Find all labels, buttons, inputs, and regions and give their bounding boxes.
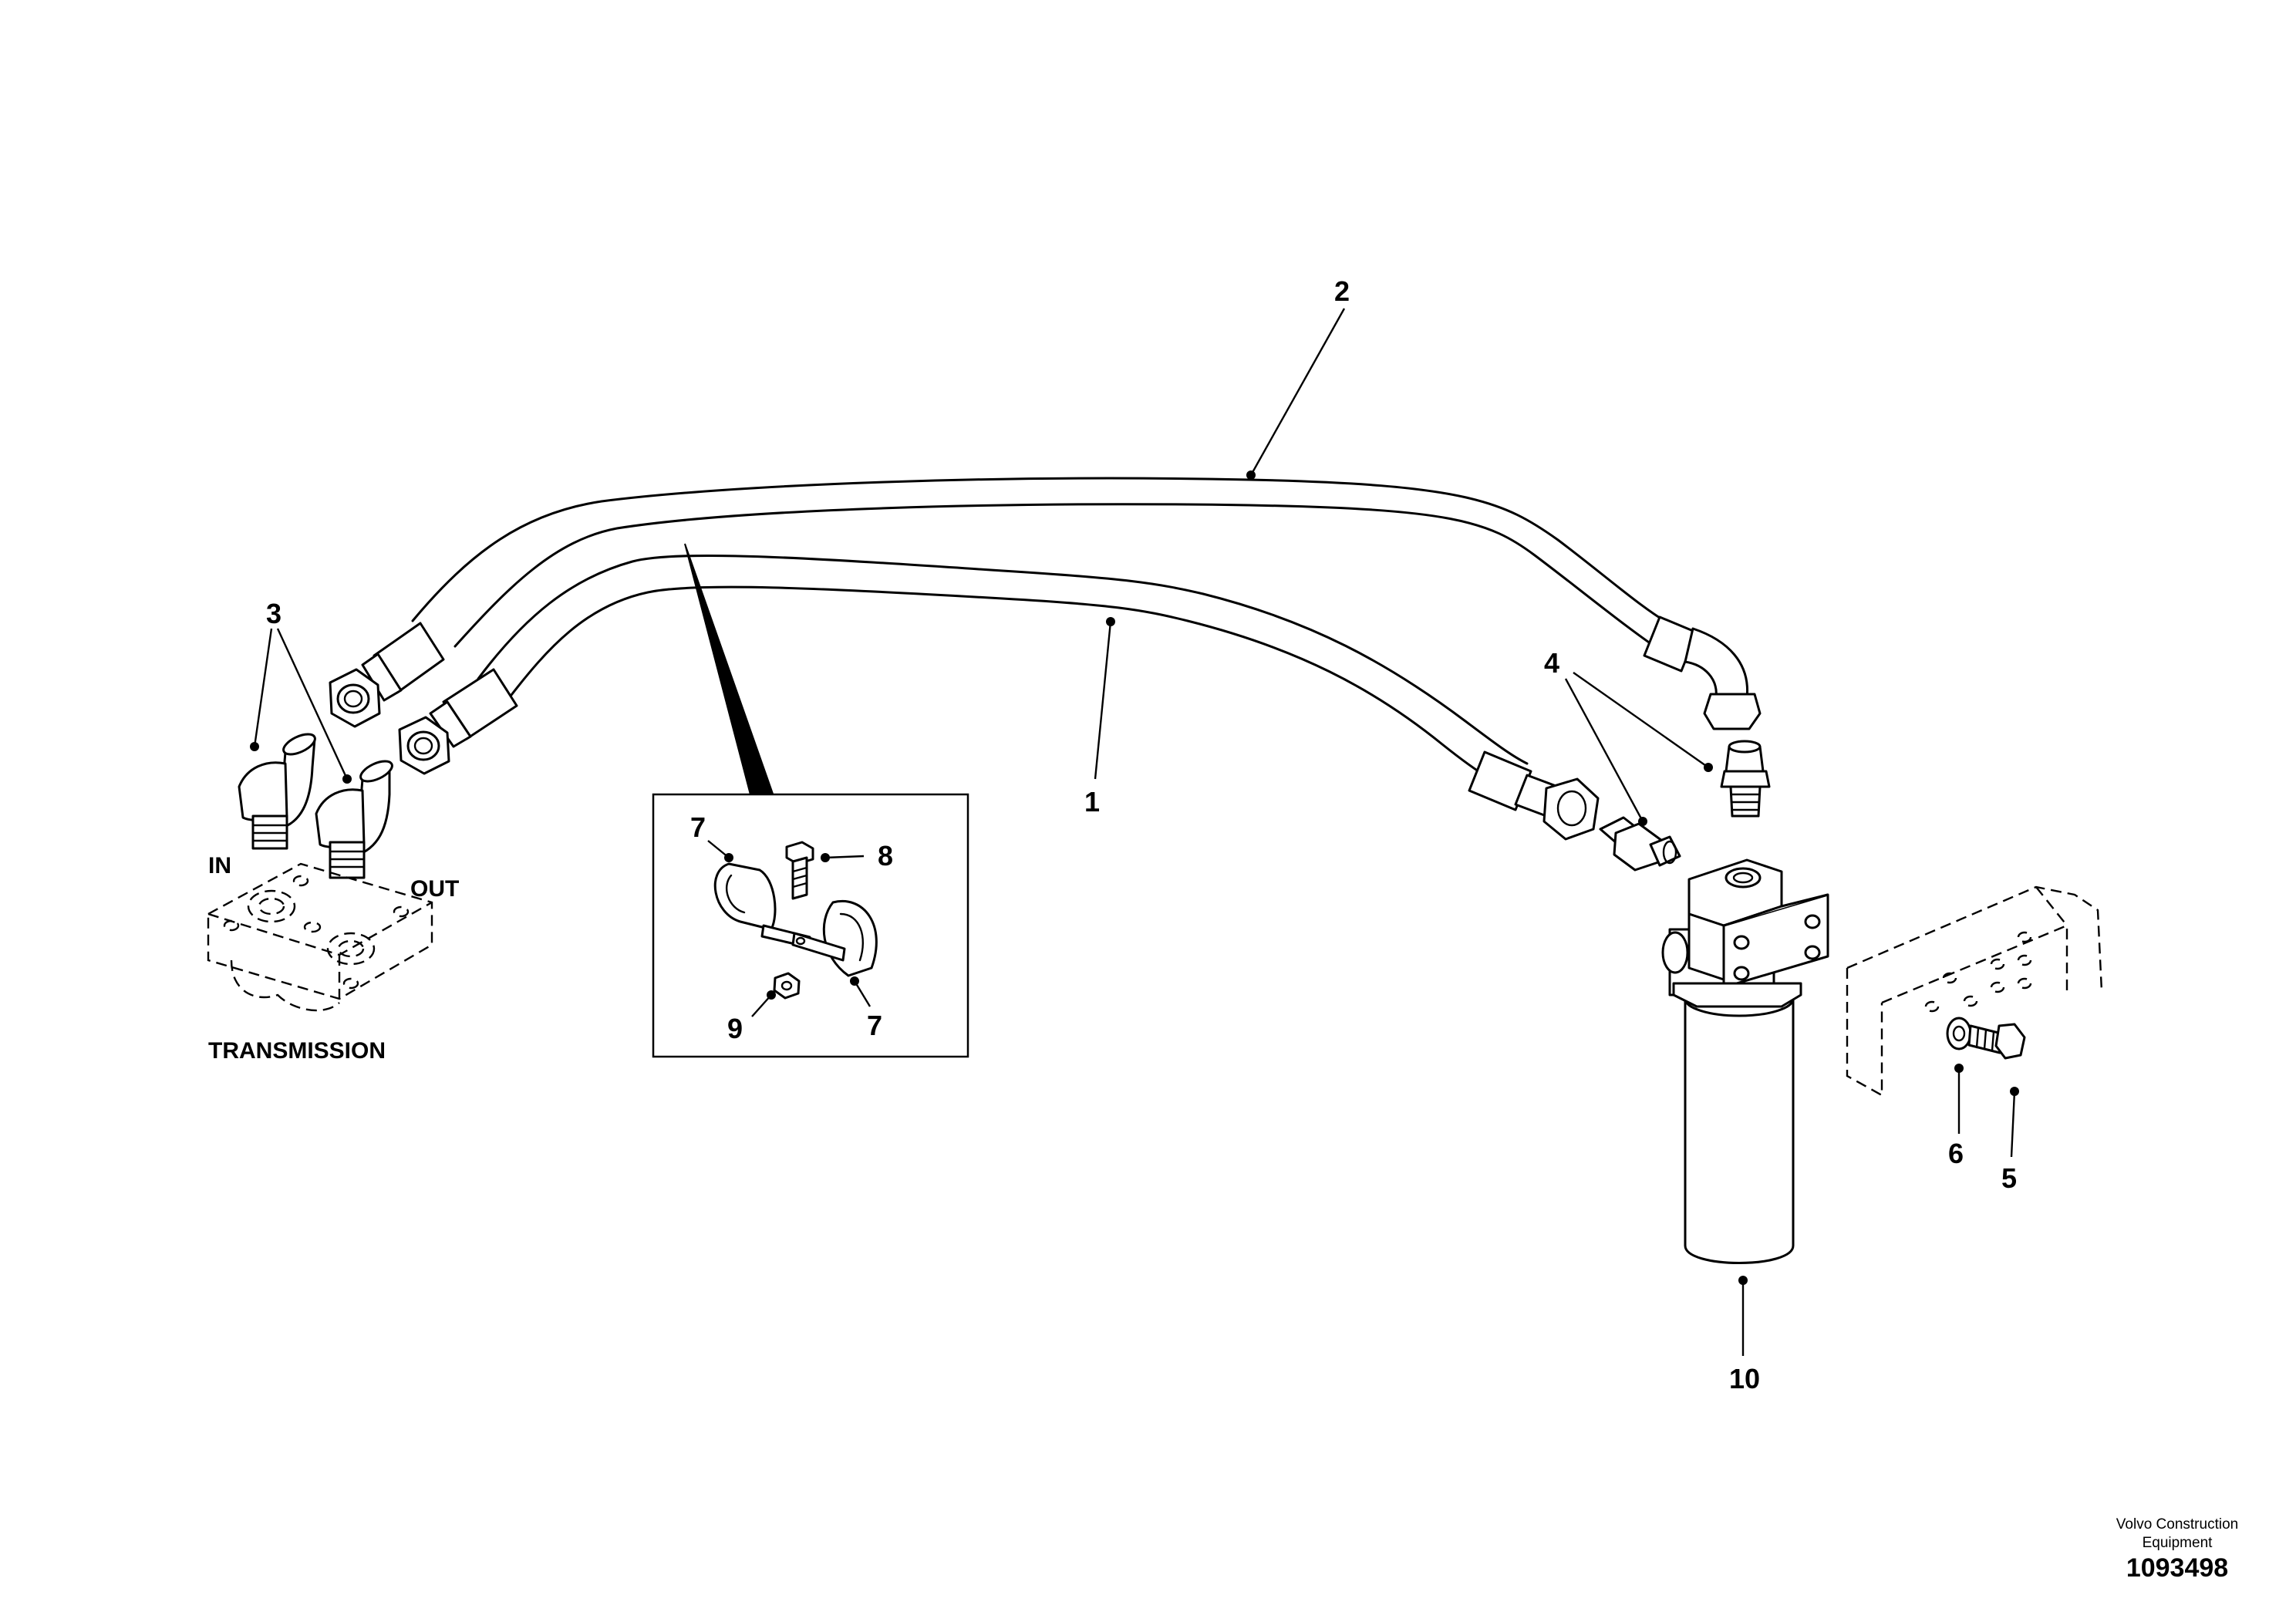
adapter-4-upper bbox=[1720, 740, 1771, 818]
detail-pointer bbox=[684, 543, 775, 802]
callout-3: 3 bbox=[266, 598, 282, 629]
hose-2-left-fitting bbox=[329, 622, 445, 728]
label-transmission: TRANSMISSION bbox=[208, 1038, 386, 1064]
leader-lines bbox=[250, 308, 2019, 1356]
adapter-4-lower bbox=[1599, 816, 1681, 872]
filter-10 bbox=[1661, 858, 1829, 1264]
hose-1-right-fitting bbox=[1468, 750, 1600, 841]
hose-2 bbox=[411, 477, 1675, 656]
callout-2: 2 bbox=[1334, 275, 1350, 307]
callout-7-lower: 7 bbox=[867, 1010, 882, 1041]
detail-inset bbox=[652, 793, 969, 1058]
hose-1 bbox=[477, 554, 1529, 788]
hose-2-right-fitting bbox=[1643, 615, 1762, 730]
callout-6: 6 bbox=[1948, 1138, 1964, 1169]
callout-4: 4 bbox=[1544, 647, 1559, 679]
callout-10: 10 bbox=[1729, 1363, 1760, 1394]
callout-5: 5 bbox=[2001, 1162, 2017, 1194]
callout-1: 1 bbox=[1084, 786, 1100, 818]
elbow-3-in bbox=[238, 733, 316, 850]
hose-1-left-fitting bbox=[398, 668, 518, 775]
footer-company-line1: Volvo Construction bbox=[2116, 1516, 2238, 1533]
callout-9: 9 bbox=[727, 1013, 743, 1044]
label-out: OUT bbox=[410, 876, 459, 902]
footer-drawing-number: 1093498 bbox=[2126, 1553, 2228, 1583]
transmission-housing bbox=[207, 862, 433, 1012]
label-in: IN bbox=[208, 853, 231, 878]
callout-7-upper: 7 bbox=[690, 811, 706, 843]
bolt-5 bbox=[1967, 1023, 2026, 1060]
footer-company-line2: Equipment bbox=[2143, 1535, 2213, 1551]
mounting-bracket bbox=[1846, 885, 2103, 1098]
elbow-3-out bbox=[315, 760, 393, 879]
washer-6 bbox=[1946, 1017, 1972, 1050]
callout-8: 8 bbox=[878, 840, 893, 872]
